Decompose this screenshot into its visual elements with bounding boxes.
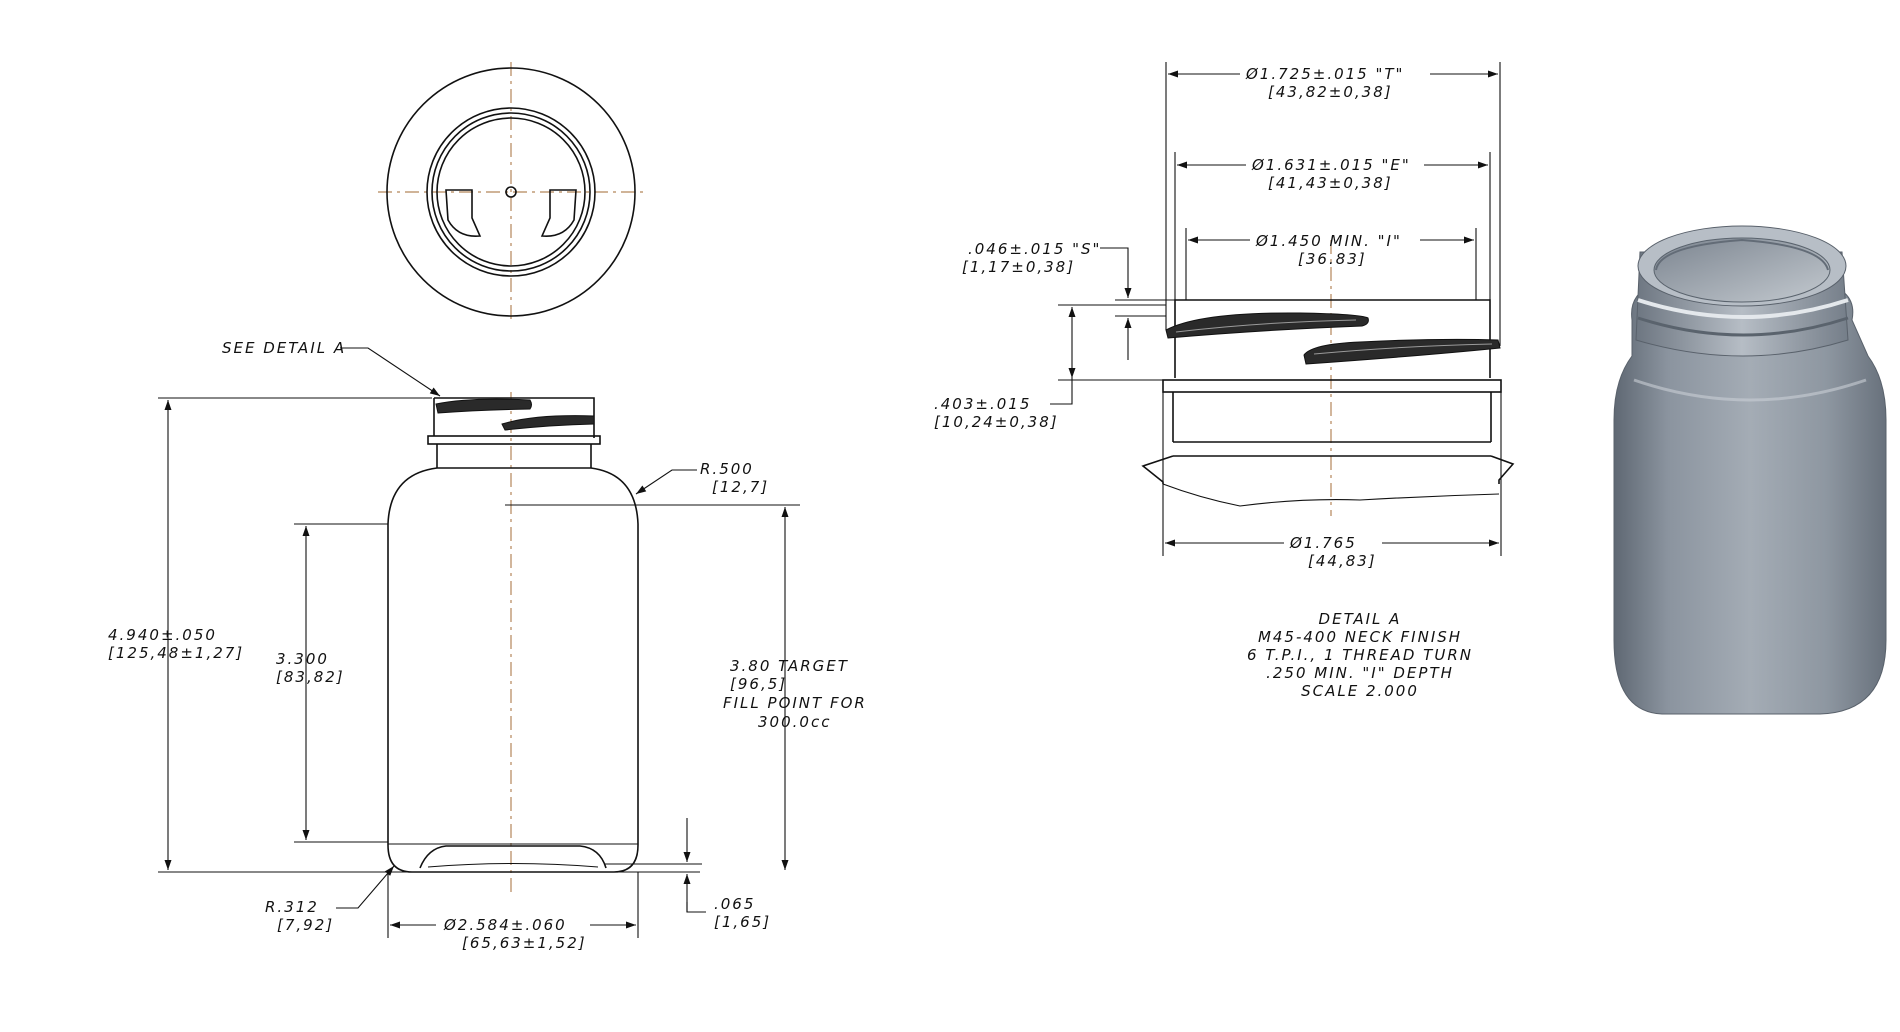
height-label: 4.940±.050 [108, 626, 217, 644]
detail-notes: DETAIL A M45-400 NECK FINISH 6 T.P.I., 1… [1247, 610, 1473, 700]
e-dimension-label: Ø1.631±.015 "E" [1251, 156, 1411, 174]
detail-thread-1 [1165, 312, 1369, 339]
bottle-body-outline [387, 467, 639, 873]
top-view-center-dot [505, 186, 517, 198]
i-dimension-mm: [36.83] [1298, 250, 1367, 268]
e-dimension-mm: [41,43±0,38] [1268, 174, 1393, 192]
r312-label-mm: [7,92] [277, 916, 334, 934]
top-view-neck-mid [431, 112, 591, 272]
neck-top [434, 397, 595, 438]
neck-thread-1 [435, 398, 532, 414]
neck-thread-2 [501, 415, 595, 431]
i-dimension-label: Ø1.450 MIN. "I" [1255, 232, 1402, 250]
s-dimension-mm: [1,17±0,38] [962, 258, 1075, 276]
fill-point-note-2: 300.0cc [758, 713, 831, 731]
detail-a-view: Ø1.725±.015 "T" [43,82±0,38] Ø1.631±.015… [934, 62, 1515, 700]
fill-target-mm: [96,5] [730, 675, 787, 693]
body-height-label: 3.300 [276, 650, 329, 668]
diameter-label: Ø2.584±.060 [443, 916, 567, 934]
detail-note: 6 T.P.I., 1 THREAD TURN [1247, 646, 1473, 664]
detail-thread-2 [1303, 338, 1501, 365]
t-dimension-mm: [43,82±0,38] [1268, 83, 1393, 101]
r312-label: R.312 [265, 898, 319, 916]
top-view-left-lug [445, 189, 482, 237]
fill-target-label: 3.80 TARGET [730, 657, 849, 675]
top-view [378, 62, 645, 322]
bottle-3d-thread [1637, 298, 1849, 319]
b-dimension-label: Ø1.765 [1289, 534, 1357, 552]
neck-height-label: .403±.015 [934, 395, 1031, 413]
pushup-label: .065 [714, 895, 755, 913]
bottle-3d-opening [1653, 237, 1831, 303]
height-label-mm: [125,48±1,27] [108, 644, 244, 662]
detail-note: SCALE 2.000 [1301, 682, 1419, 700]
detail-note: M45-400 NECK FINISH [1258, 628, 1462, 646]
base-pushup [419, 845, 607, 869]
top-view-neck-outer [426, 107, 596, 277]
detail-break-line [1162, 483, 1500, 507]
s-dimension-label: .046±.015 "S" [968, 240, 1101, 258]
top-view-neck-inner [436, 117, 586, 267]
detail-support-ring [1162, 379, 1502, 393]
see-detail-label: SEE DETAIL A [222, 339, 346, 357]
detail-neck-outline [1174, 299, 1491, 378]
detail-note: DETAIL A [1319, 610, 1402, 628]
front-view: 4.940±.050 [125,48±1,27] 3.300 [83,82] 3… [108, 339, 867, 952]
body-height-label-mm: [83,82] [276, 668, 345, 686]
bottle-3d-render [1613, 225, 1887, 715]
pushup-label-mm: [1,65] [714, 913, 771, 931]
t-dimension-label: Ø1.725±.015 "T" [1245, 65, 1404, 83]
r500-leader [635, 469, 697, 495]
detail-a-leader [340, 347, 441, 397]
neck-support-ring [427, 435, 601, 445]
r500-label: R.500 [700, 460, 754, 478]
detail-note: .250 MIN. "I" DEPTH [1266, 664, 1454, 682]
fill-point-note-1: FILL POINT FOR [723, 694, 867, 712]
diameter-label-mm: [65,63±1,52] [462, 934, 587, 952]
r312-leader [336, 865, 395, 909]
r500-label-mm: [12,7] [712, 478, 769, 496]
neck-height-mm: [10,24±0,38] [934, 413, 1059, 431]
b-dimension-mm: [44,83] [1308, 552, 1377, 570]
top-view-right-lug [540, 189, 577, 237]
top-view-outer-body [386, 67, 636, 317]
